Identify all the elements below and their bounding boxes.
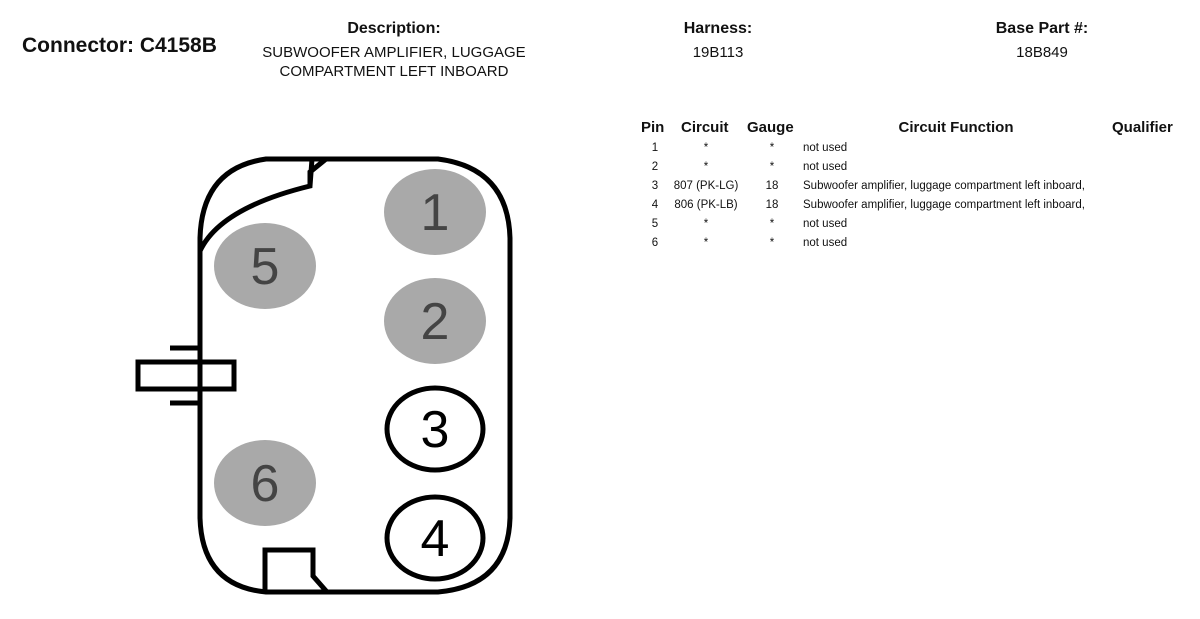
table-row: 3 807 (PK-LG) 18 Subwoofer amplifier, lu… bbox=[630, 180, 1190, 199]
cell-gauge: 18 bbox=[765, 199, 779, 211]
cell-pin: 1 bbox=[651, 142, 659, 154]
keying-notch-top bbox=[197, 157, 328, 253]
cell-pin: 6 bbox=[651, 237, 659, 249]
cell-gauge: * bbox=[769, 161, 775, 173]
cell-gauge: * bbox=[769, 218, 775, 230]
pin-4: 4 bbox=[384, 494, 486, 582]
pin-cavity bbox=[384, 278, 486, 364]
pin-cavity bbox=[384, 169, 486, 255]
harness-value: 19B113 bbox=[692, 44, 744, 61]
pin-number-label: 3 bbox=[421, 401, 450, 459]
description-value: SUBWOOFER AMPLIFIER, LUGGAGE COMPARTMENT… bbox=[248, 43, 540, 81]
cell-circuit: 807 (PK-LG) bbox=[673, 180, 739, 192]
cell-function: not used bbox=[803, 142, 848, 154]
pin-number-label: 6 bbox=[251, 455, 280, 513]
cell-circuit: 806 (PK-LB) bbox=[674, 199, 738, 211]
cell-function: not used bbox=[803, 161, 848, 173]
cell-function: Subwoofer amplifier, luggage compartment… bbox=[803, 180, 1085, 192]
description-label: Description: bbox=[347, 20, 441, 37]
pin-cavity bbox=[214, 223, 316, 309]
cell-pin: 5 bbox=[651, 218, 659, 230]
table-row: 2 * * not used bbox=[630, 161, 1190, 180]
cell-circuit: * bbox=[703, 142, 709, 154]
cell-function: not used bbox=[803, 218, 848, 230]
keying-notch-bottom bbox=[262, 547, 329, 594]
pin-number-label: 1 bbox=[421, 184, 450, 242]
table-row: 4 806 (PK-LB) 18 Subwoofer amplifier, lu… bbox=[630, 199, 1190, 218]
table-row: 6 * * not used bbox=[630, 237, 1190, 256]
pin-number-label: 2 bbox=[421, 293, 450, 351]
pin-3: 3 bbox=[384, 385, 486, 473]
base-part-label: Base Part #: bbox=[995, 20, 1089, 37]
pin-cavity bbox=[384, 385, 486, 473]
column-header-pin: Pin bbox=[641, 119, 665, 136]
description-line: SUBWOOFER AMPLIFIER, LUGGAGE bbox=[262, 44, 526, 61]
connector-housing-outline bbox=[197, 156, 513, 595]
pin-2: 2 bbox=[384, 278, 486, 364]
pin-number-label: 5 bbox=[251, 238, 280, 296]
pin-number-label: 4 bbox=[421, 510, 450, 568]
column-header-circuit: Circuit bbox=[681, 119, 729, 136]
cell-pin: 3 bbox=[651, 180, 659, 192]
cell-pin: 4 bbox=[651, 199, 659, 211]
latch-tab bbox=[135, 345, 237, 406]
pins-layer: 1 2 3 4 5 6 bbox=[214, 169, 486, 582]
cell-function: not used bbox=[803, 237, 848, 249]
connector-face-diagram: 1 2 3 4 5 6 bbox=[135, 156, 513, 595]
column-header-qualifier: Qualifier bbox=[1112, 119, 1173, 136]
pin-cavity bbox=[384, 494, 486, 582]
cell-circuit: * bbox=[703, 161, 709, 173]
cell-circuit: * bbox=[703, 237, 709, 249]
connector-title: Connector: C4158B bbox=[22, 34, 217, 57]
cell-gauge: 18 bbox=[765, 180, 779, 192]
cell-circuit: * bbox=[703, 218, 709, 230]
cell-gauge: * bbox=[769, 142, 775, 154]
pin-5: 5 bbox=[214, 223, 316, 309]
cell-function: Subwoofer amplifier, luggage compartment… bbox=[803, 199, 1085, 211]
cell-gauge: * bbox=[769, 237, 775, 249]
pin-1: 1 bbox=[384, 169, 486, 255]
cell-pin: 2 bbox=[651, 161, 659, 173]
column-header-circuit-function: Circuit Function bbox=[898, 119, 1014, 136]
pin-cavity bbox=[214, 440, 316, 526]
column-header-gauge: Gauge bbox=[747, 119, 794, 136]
pin-6: 6 bbox=[214, 440, 316, 526]
table-row: 1 * * not used bbox=[630, 142, 1190, 161]
harness-label: Harness: bbox=[683, 20, 753, 37]
description-line: COMPARTMENT LEFT INBOARD bbox=[279, 63, 509, 80]
base-part-value: 18B849 bbox=[1016, 44, 1068, 61]
table-row: 5 * * not used bbox=[630, 218, 1190, 237]
